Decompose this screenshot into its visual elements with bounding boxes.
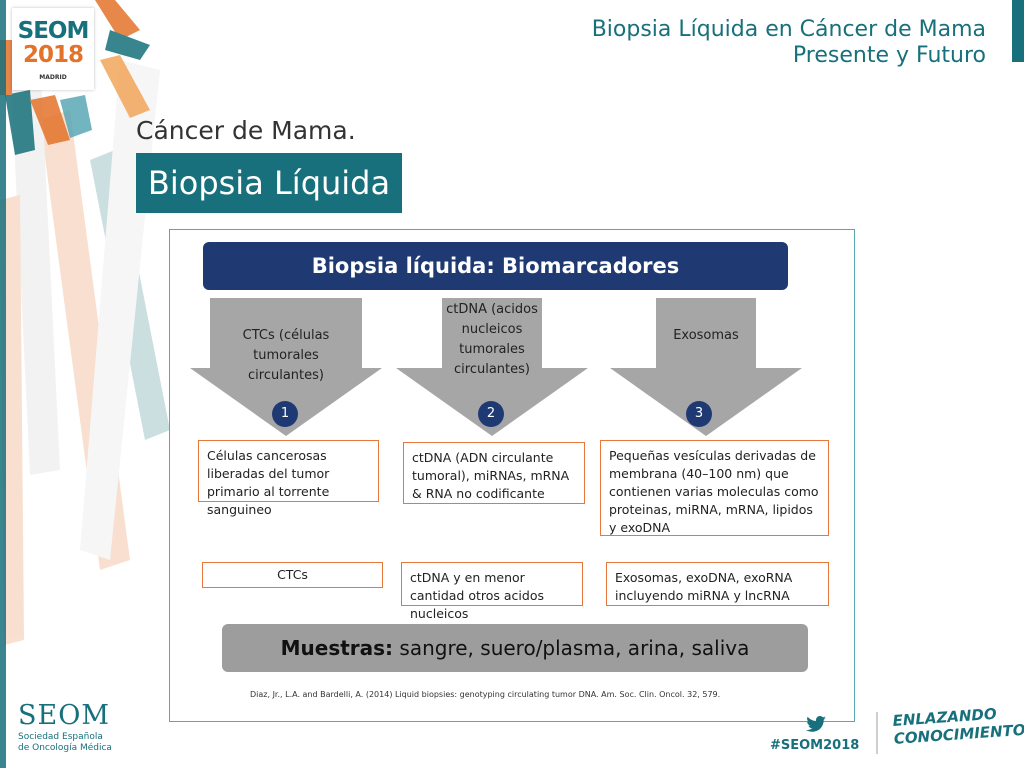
samples-label: Muestras:: [280, 636, 394, 660]
arrow-exosomas: [610, 298, 802, 436]
logo-text-city: MADRID: [39, 74, 67, 81]
arrow-label-3: Exosomas: [673, 328, 739, 343]
teal-title-label: Biopsia Líquida: [136, 153, 402, 213]
diagram-header: Biopsia líquida: Biomarcadores: [203, 242, 788, 290]
logo-text-year: 2018: [22, 42, 84, 68]
left-accent-bar: [0, 0, 6, 768]
description-box-2: ctDNA (ADN circulante tumoral), miRNAs, …: [403, 442, 585, 504]
header-title: Biopsia Líquida en Cáncer de Mama Presen…: [592, 17, 986, 69]
analyte-box-1: CTCs: [202, 562, 383, 588]
footer-society-line1: Sociedad Española: [18, 732, 103, 742]
logo-text-seom: SEOM: [17, 18, 90, 44]
analyte-box-2: ctDNA y en menor cantidad otros acidos n…: [401, 562, 583, 621]
footer-society-line2: de Oncología Médica: [18, 743, 112, 753]
footer-society-name: Sociedad Española de Oncología Médica: [18, 732, 112, 754]
hashtag: #SEOM2018: [770, 738, 860, 753]
step-number-2: 2: [478, 401, 504, 427]
right-accent-bar: [1012, 0, 1024, 62]
twitter-bird-icon: [806, 716, 826, 736]
header-title-line2: Presente y Futuro: [792, 43, 986, 68]
arrow-label-1: CTCs (células tumorales circulantes): [242, 328, 330, 383]
arrow-label-2: ctDNA (acidos nucleicos tumorales circul…: [446, 302, 538, 377]
footer-separator: [876, 712, 878, 754]
samples-bar: Muestras: sangre, suero/plasma, arina, s…: [222, 624, 808, 672]
arrow-ctcs: [190, 298, 382, 436]
seom2018-logo: SEOM 2018 MADRID: [12, 8, 94, 90]
description-box-1: Células cancerosas liberadas del tumor p…: [198, 440, 379, 517]
footer-seom-logo: SEOM: [18, 700, 110, 731]
samples-value: sangre, suero/plasma, arina, saliva: [393, 636, 750, 660]
citation: Diaz, Jr., L.A. and Bardelli, A. (2014) …: [250, 690, 721, 699]
section-title: Cáncer de Mama.: [136, 116, 356, 145]
analyte-box-3: Exosomas, exoDNA, exoRNA incluyendo miRN…: [606, 562, 829, 606]
step-number-1: 1: [272, 401, 298, 427]
step-number-3: 3: [686, 401, 712, 427]
arrow-ctdna: [396, 298, 588, 436]
header-title-line1: Biopsia Líquida en Cáncer de Mama: [591, 17, 986, 42]
description-box-3: Pequeñas vesículas derivadas de membrana…: [600, 440, 829, 536]
